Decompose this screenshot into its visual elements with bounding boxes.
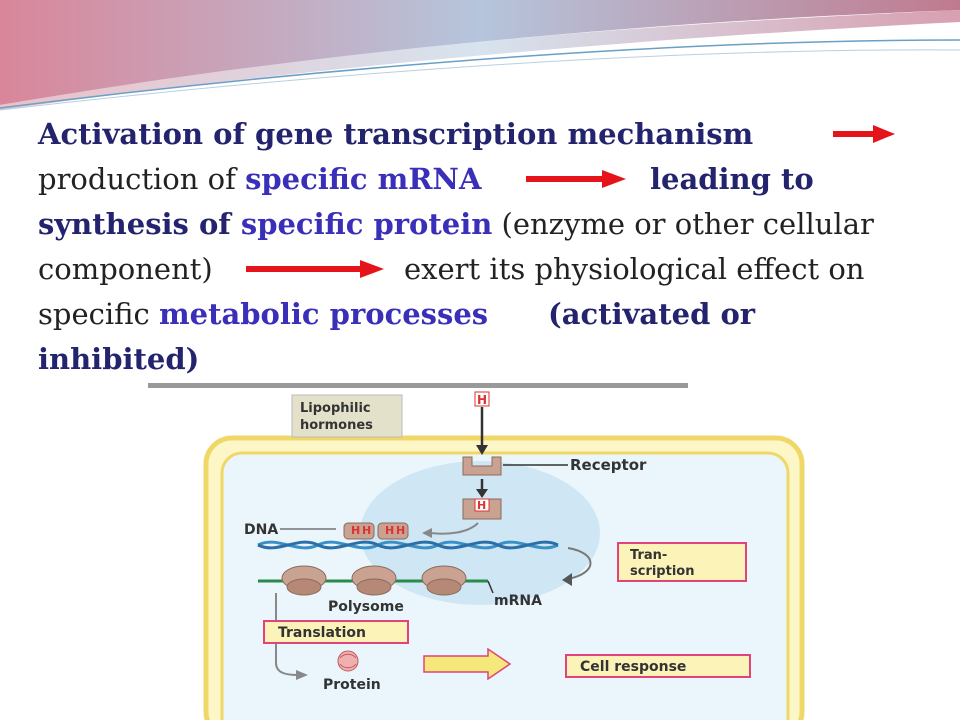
text-line-5: specific metabolic processes (activated … bbox=[38, 292, 953, 337]
text-specific-mrna: specific mRNA bbox=[245, 162, 482, 196]
svg-text:H: H bbox=[385, 524, 394, 537]
svg-text:H: H bbox=[477, 499, 486, 512]
protein-icon bbox=[337, 650, 359, 672]
translation-box bbox=[263, 620, 409, 644]
transcription-box bbox=[617, 542, 747, 582]
text-production: production of bbox=[38, 162, 246, 196]
svg-text:H: H bbox=[362, 524, 371, 537]
ribosome-icon bbox=[281, 565, 327, 596]
dna-bound-receptor bbox=[343, 522, 375, 540]
translation-label: Translation bbox=[278, 625, 366, 641]
main-text: Activation of gene transcription mechani… bbox=[38, 112, 953, 382]
text-line-2: production of specific mRNA leading to bbox=[38, 157, 953, 202]
ribosome-icon bbox=[351, 565, 397, 596]
svg-text:H: H bbox=[396, 524, 405, 537]
red-arrow-icon bbox=[526, 170, 626, 188]
text-specific: specific bbox=[38, 297, 159, 331]
transcription-label-1: Tran- bbox=[630, 548, 667, 563]
text-specific-protein: specific protein bbox=[240, 207, 493, 241]
text-synthesis: synthesis of bbox=[38, 207, 241, 241]
hormone-tag bbox=[474, 391, 490, 407]
text-component: component) bbox=[38, 252, 213, 286]
dna-bound-receptor bbox=[377, 522, 409, 540]
text-metabolic-processes: metabolic processes bbox=[158, 297, 489, 331]
hormone-h-label: H bbox=[477, 393, 487, 407]
text-inhibited: inhibited) bbox=[38, 342, 200, 376]
text-line-3: synthesis of specific protein (enzyme or… bbox=[38, 202, 953, 247]
text-activation: Activation of gene transcription mechani… bbox=[38, 117, 754, 151]
hormone-mechanism-diagram: Lipophilic hormones H Receptor H DNA H H… bbox=[148, 383, 805, 720]
red-arrow-icon bbox=[246, 260, 384, 278]
text-line-6: inhibited) bbox=[38, 337, 953, 382]
text-line-4: component) exert its physiological effec… bbox=[38, 247, 953, 292]
nucleus bbox=[360, 461, 600, 605]
receptor-icon bbox=[462, 456, 502, 476]
lipophilic-hormones-box bbox=[291, 394, 403, 438]
cell-response-box bbox=[565, 654, 751, 678]
hormones-label: hormones bbox=[300, 418, 373, 433]
polysome-label: Polysome bbox=[328, 599, 404, 615]
dna-label: DNA bbox=[244, 522, 278, 538]
text-leading-to: leading to bbox=[650, 162, 814, 196]
receptor-label: Receptor bbox=[570, 456, 647, 474]
mrna-label: mRNA bbox=[494, 593, 542, 609]
lipophilic-label: Lipophilic bbox=[300, 401, 371, 416]
text-line-1: Activation of gene transcription mechani… bbox=[38, 112, 953, 157]
transcription-label-2: scription bbox=[630, 564, 694, 579]
text-enzyme: (enzyme or other cellular bbox=[492, 207, 874, 241]
response-arrow-icon bbox=[423, 647, 512, 681]
text-activated-or: (activated or bbox=[548, 297, 756, 331]
svg-text:H: H bbox=[351, 524, 360, 537]
cell-response-label: Cell response bbox=[580, 659, 686, 675]
ribosome-icon bbox=[421, 565, 467, 596]
red-arrow-icon bbox=[833, 125, 895, 143]
header-swoosh-banner bbox=[0, 0, 960, 111]
protein-label: Protein bbox=[323, 677, 381, 693]
figure-caption-strip bbox=[148, 383, 688, 388]
text-exert-effect: exert its physiological effect on bbox=[404, 252, 865, 286]
